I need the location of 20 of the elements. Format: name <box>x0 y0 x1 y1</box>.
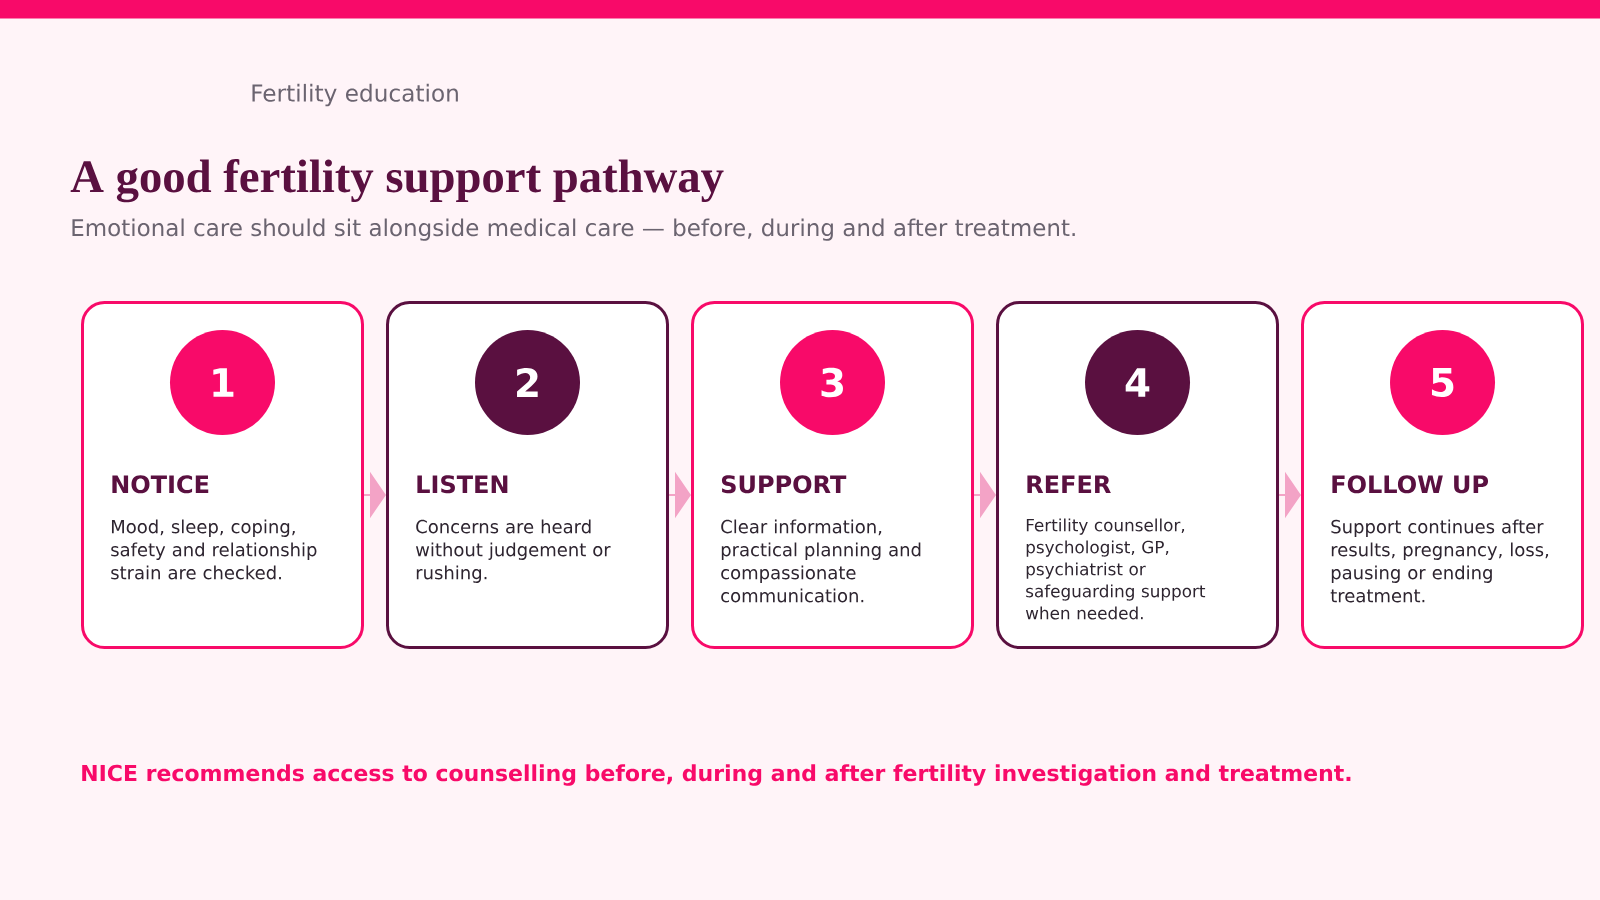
step-card <box>81 301 364 649</box>
step-title: LISTEN <box>417 475 508 494</box>
step-card <box>386 301 669 649</box>
step-card <box>1301 301 1584 649</box>
step-title: FOLLOW UP <box>1332 475 1489 494</box>
step-description: Fertility counsellor, psychologist, GP, psychiatrist or safeguarding support when needed. <box>1025 518 1206 620</box>
step-title: SUPPORT <box>721 475 847 494</box>
title: A good fertility support pathway <box>70 159 724 203</box>
subtitle: Emotional care should sit alongside medical care — before, during and after treatment. <box>72 218 1075 241</box>
step-description: Concerns are heard without judgement or rushing. <box>415 519 611 583</box>
step-description: Clear information, practical planning and compassionate communication. <box>721 519 921 603</box>
tagline: Fertility education <box>252 83 458 107</box>
step-card <box>996 301 1279 649</box>
top-bar <box>0 0 1600 19</box>
step-title: REFER <box>1027 475 1111 493</box>
step-card <box>691 301 974 649</box>
step-description: Mood, sleep, coping, safety and relationship strain are checked. <box>111 519 317 580</box>
step-description: Support continues after results, pregnancy, loss, pausing or ending treatment. <box>1330 519 1549 603</box>
footnote: NICE recommends access to counselling before, during and after fertility investigation and treatment. <box>82 764 1351 786</box>
step-title: NOTICE <box>112 475 209 494</box>
